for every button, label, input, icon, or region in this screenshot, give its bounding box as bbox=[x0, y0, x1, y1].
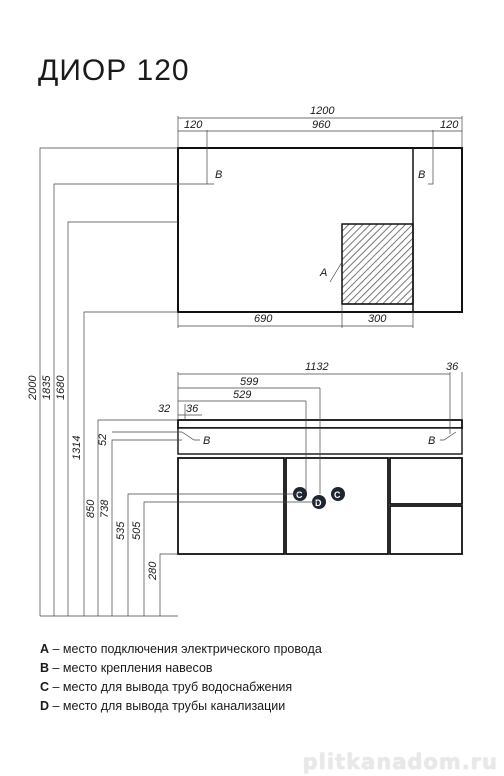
dim-599: 599 bbox=[240, 376, 258, 388]
legend-key-c: C bbox=[40, 680, 50, 694]
legend-item-a: A – место подключения электрического про… bbox=[40, 640, 322, 659]
pipe-c-right bbox=[331, 487, 345, 501]
legend-text-b: – место крепления навесов bbox=[49, 661, 213, 675]
legend-key-d: D bbox=[40, 699, 50, 713]
diagram-title: ДИОР 120 bbox=[38, 54, 190, 87]
height-dimensions bbox=[39, 147, 319, 617]
dim-overall-width: 1200 bbox=[310, 105, 335, 117]
marker-b-front-left: B bbox=[203, 435, 210, 447]
height-label-280: 280 bbox=[147, 561, 159, 581]
height-label-2000: 2000 bbox=[27, 375, 39, 401]
legend-item-d: D – место для вывода трубы канализации bbox=[40, 697, 322, 716]
legend-text-a: – место подключения электрического прово… bbox=[49, 642, 322, 656]
marker-c-right-label: C bbox=[334, 490, 341, 500]
height-label-850: 850 bbox=[85, 499, 97, 518]
legend-item-b: B – место крепления навесов bbox=[40, 659, 322, 678]
dim-bottom-left: 690 bbox=[254, 313, 273, 325]
marker-d-label: D bbox=[315, 498, 322, 508]
dim-front-overall: 1132 bbox=[305, 361, 329, 373]
cabinet-left bbox=[177, 457, 285, 555]
top-view: 1200 120 960 120 B B A 690 300 bbox=[177, 105, 463, 328]
front-view: 1132 36 599 529 32 36 52 B B C D C bbox=[97, 361, 463, 555]
dim-bottom-right: 300 bbox=[368, 313, 387, 325]
height-label-505: 505 bbox=[131, 521, 143, 540]
legend-text-c: – место для вывода труб водоснабжения bbox=[49, 680, 293, 694]
height-label-535: 535 bbox=[115, 521, 127, 540]
marker-a: A bbox=[319, 267, 327, 279]
dim-front-right-offset: 36 bbox=[446, 361, 459, 373]
dim-52: 52 bbox=[97, 434, 109, 446]
cabinet-center bbox=[285, 457, 389, 555]
legend-key-b: B bbox=[40, 661, 50, 675]
dim-32: 32 bbox=[158, 403, 170, 415]
legend-text-d: – место для вывода трубы канализации bbox=[49, 699, 286, 713]
marker-c-left-label: C bbox=[296, 490, 303, 500]
mirror-outline bbox=[177, 147, 463, 313]
legend-item-c: C – место для вывода труб водоснабжения bbox=[40, 678, 322, 697]
legend-key-a: A bbox=[40, 642, 50, 656]
height-label-1835: 1835 bbox=[41, 375, 53, 400]
height-label-1680: 1680 bbox=[55, 375, 67, 400]
drawer-bottom bbox=[389, 505, 463, 555]
watermark: plitkanadom.ru bbox=[302, 750, 498, 774]
legend: A – место подключения электрического про… bbox=[40, 640, 322, 716]
dim-right-margin: 120 bbox=[440, 119, 459, 131]
dim-left-margin: 120 bbox=[184, 119, 203, 131]
dim-529: 529 bbox=[233, 389, 251, 401]
height-label-738: 738 bbox=[99, 499, 111, 518]
marker-b-front-right: B bbox=[428, 435, 435, 447]
socket-area-hatched bbox=[341, 223, 414, 305]
marker-b-top-right: B bbox=[418, 169, 425, 181]
dim-middle-span: 960 bbox=[312, 119, 331, 131]
height-label-1314: 1314 bbox=[71, 436, 83, 460]
dim-36: 36 bbox=[186, 403, 199, 415]
marker-b-top-left: B bbox=[215, 169, 222, 181]
drawer-top bbox=[389, 457, 463, 505]
